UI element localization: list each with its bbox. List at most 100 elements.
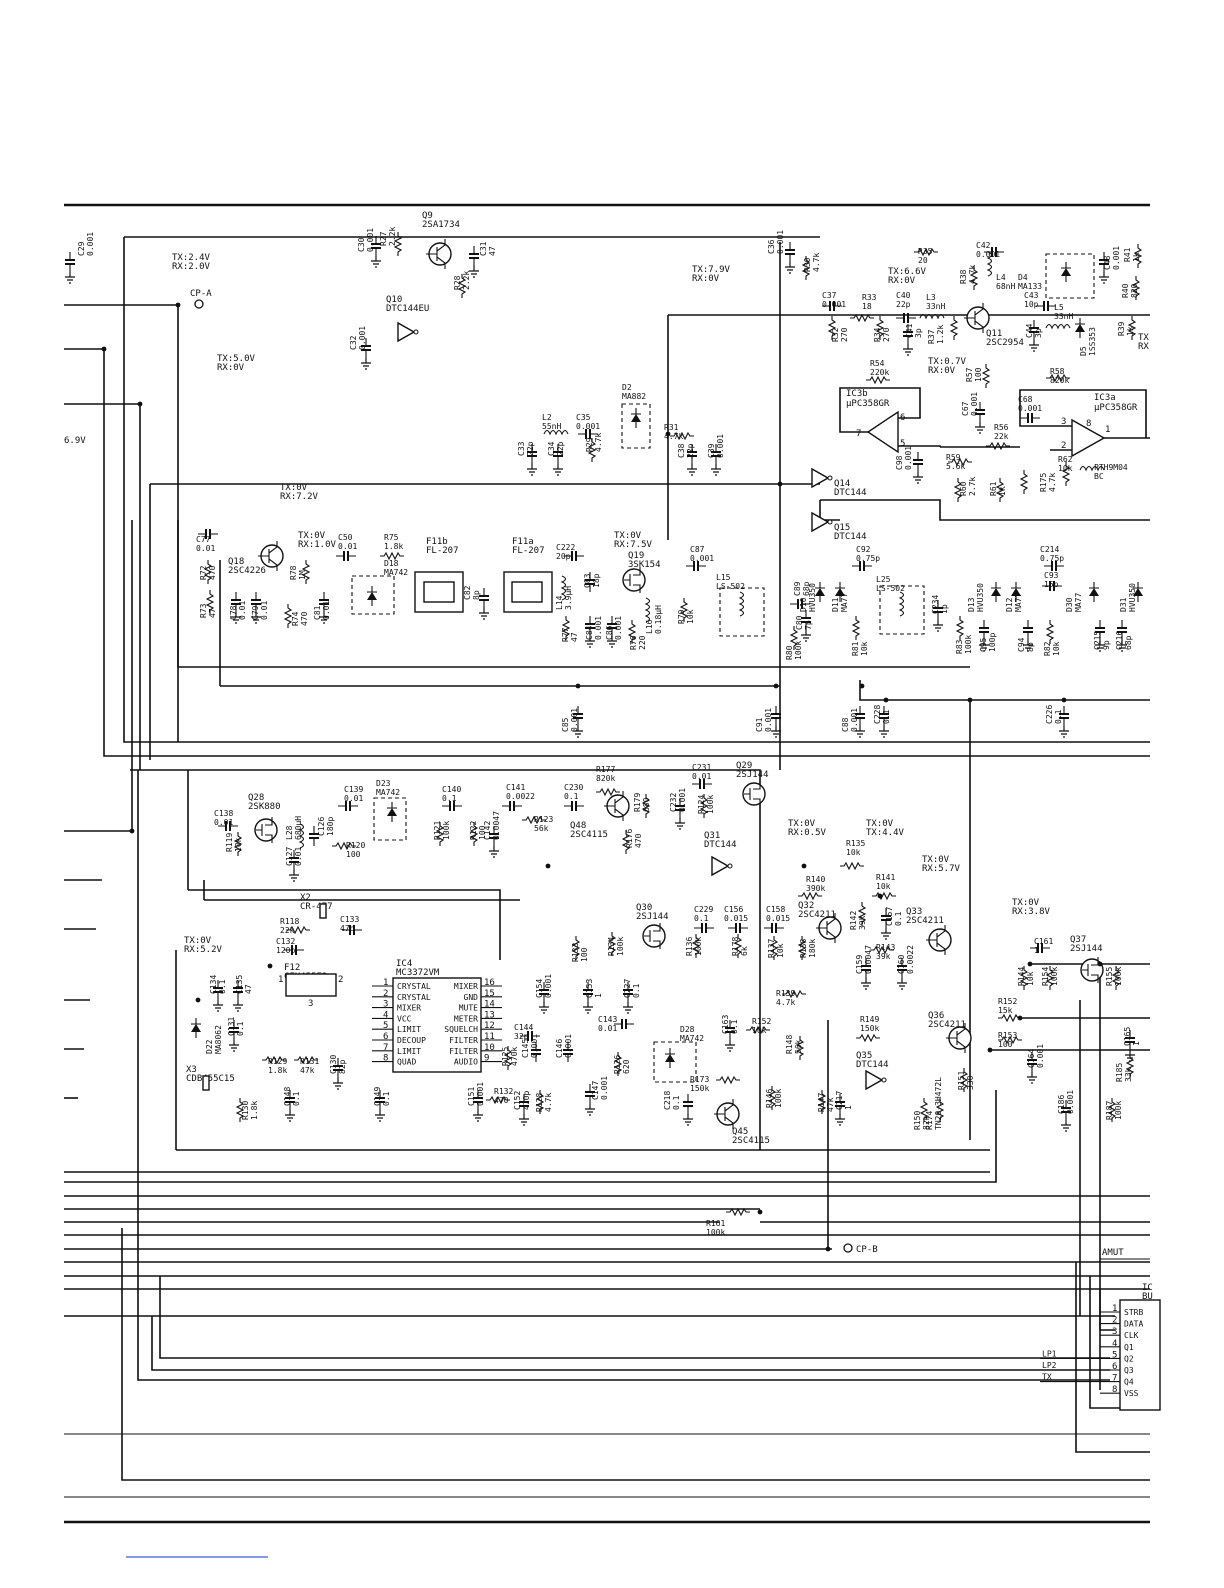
ic-bu-pin-1-num: 1 (1112, 1304, 1117, 1314)
capacitor-c161-value: 1 (1034, 946, 1039, 955)
l25-enclosure (879, 585, 925, 635)
capacitor-c153-value: 1 (594, 993, 603, 998)
resistor-r125-ref: R125 (501, 1047, 510, 1066)
capacitor-c126-ref: C126 (317, 817, 326, 836)
resistor-r175-ref: R175 (1039, 473, 1048, 492)
capacitor-c231-ref: C231 (692, 763, 711, 772)
resistor-r76-value: 220 (638, 635, 647, 650)
capacitor-c141-ref: C141 (506, 783, 525, 792)
capacitor-c131-ref: C131 (227, 1017, 236, 1036)
capacitor-c81-ref: C81 (313, 605, 322, 620)
ic4-pin-2-num: 2 (383, 989, 388, 999)
filter-f11a-part: FL-207 (512, 546, 545, 556)
filter-f12-ref: F12 (284, 963, 300, 973)
resistor-r82-value: 10k (1052, 641, 1061, 656)
resistor-r173-ref: R173 (690, 1075, 709, 1084)
transistor-q33-part: 2SC4211 (906, 916, 944, 926)
resistor-r128-value: 4.7k (544, 1093, 553, 1112)
capacitor-c36-ref: C36 (767, 239, 776, 254)
svg-text:3: 3 (308, 999, 313, 1009)
resistor-r59-ref: R59 (946, 453, 961, 462)
resistor-r152-ref: R152 (752, 1017, 771, 1026)
capacitor-c36-value: 0.001 (776, 230, 785, 254)
ic-bu-signal-7: TX (1040, 1373, 1100, 1383)
diode-d11-ref: D11 (831, 597, 840, 612)
resistor-r73-ref: R73 (199, 603, 208, 618)
junction-dot (101, 346, 107, 352)
resistor-r32-ref: R32 (831, 327, 840, 342)
resistor-r35-value: 20 (918, 256, 928, 265)
resistor-r32-value: 270 (840, 327, 849, 342)
resistor-r28-ref: R28 (453, 275, 462, 290)
resistor-r62-ref: R62 (1058, 455, 1073, 464)
svg-text:RX:1.0V: RX:1.0V (298, 540, 337, 550)
resistor-r119-ref: R119 (225, 833, 234, 852)
capacitor-c158-ref: C158 (766, 905, 785, 914)
ic-bu-signal-6: LP2 (1040, 1361, 1100, 1371)
resistor-r141-value: 10k (876, 882, 891, 891)
svg-text:RX:5.2V: RX:5.2V (184, 945, 223, 955)
resistor-r30-ref: R30 (803, 257, 812, 272)
capacitor-c218-value: 0.1 (672, 1095, 681, 1110)
test-point-cpb: CP-B (843, 1243, 878, 1255)
inductor-l16-ref: L16 (645, 619, 654, 634)
capacitor-c214-ref: C214 (1040, 545, 1059, 554)
resistor-r131-ref: R131 (300, 1057, 319, 1066)
capacitor-c152-value: 470p (522, 1091, 531, 1110)
transistor-q36-ref: Q36 (928, 1011, 944, 1021)
ic-bu-signal-7-name: TX (1042, 1373, 1052, 1382)
buffer-q15-ref: Q15 (834, 523, 850, 533)
resistor-r143-ref: R143 (876, 943, 895, 952)
capacitor-c41-ref: C41 (905, 323, 914, 338)
capacitor-c38-value: 22p (686, 443, 695, 458)
capacitor-c147-ref: C147 (591, 1081, 600, 1100)
resistor-r151-ref: R151 (957, 1071, 966, 1090)
resistor-r59-value: 5.6k (946, 462, 965, 471)
capacitor-c43-ref: C43 (1024, 291, 1039, 300)
diode-d22-part: MA8062 (214, 1025, 223, 1054)
resistor-r61-ref: R61 (989, 481, 998, 496)
resistor-r72-value: 470 (208, 565, 217, 580)
ic-bu-pin-8-name: VSS (1124, 1389, 1139, 1398)
transistor-q28-part: 2SK880 (248, 802, 281, 812)
capacitor-c88-ref: C88 (841, 717, 850, 732)
inductor-l5-value: 33nH (1054, 312, 1073, 321)
ic4-pin-10-num: 10 (484, 1043, 495, 1053)
capacitor-c126-value: 180p (326, 817, 335, 836)
capacitor-c84-ref: C84 (585, 625, 594, 640)
resistor-r178-ref: R178 (731, 937, 740, 956)
svg-text:TX:0V: TX:0V (788, 819, 816, 829)
transistor-q11-ref: Q11 (986, 329, 1002, 339)
capacitor-c130-ref: C130 (329, 1055, 338, 1074)
junction-dot (987, 1047, 993, 1053)
resistor-r78-ref: R78 (289, 565, 298, 580)
inductor-l15-value: LS-502 (716, 582, 745, 591)
resistor-r120-value: 100 (346, 850, 361, 859)
capacitor-c83-ref: C83 (583, 573, 592, 588)
transistor-q9-part: 2SA1734 (422, 220, 460, 230)
inductor-th-ref: PTH9M04 (1094, 463, 1128, 472)
resistor-r118-value: 22k (280, 926, 295, 935)
resistor-r62-value: 10k (1058, 464, 1073, 473)
